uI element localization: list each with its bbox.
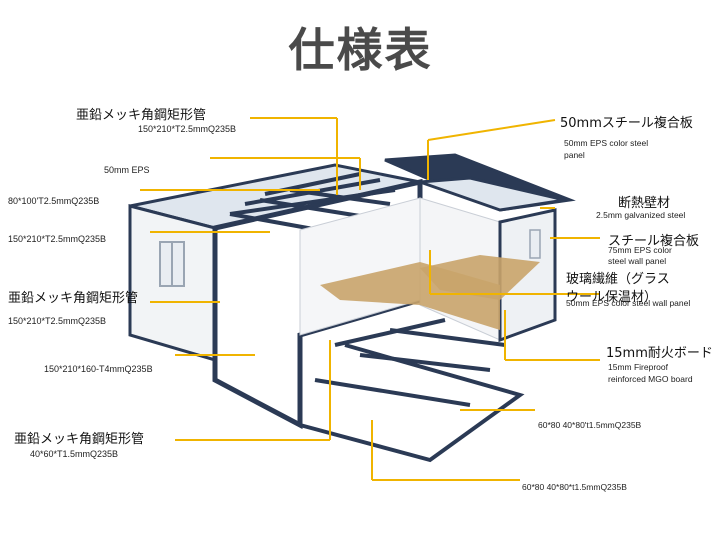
label-galvanized-steel: 2.5mm galvanized steel bbox=[596, 210, 686, 220]
label-glass-wool-2: ウール保温材） bbox=[566, 290, 658, 305]
label-50mm-eps: 50mm EPS bbox=[104, 165, 150, 175]
label-panel: panel bbox=[564, 150, 585, 160]
floor-frame bbox=[299, 318, 525, 463]
label-glass-wool-1: 玻璃繊維（グラス bbox=[566, 272, 670, 287]
label-galvanized-tube-mid: 亜鉛メッキ角鋼矩形管 bbox=[8, 291, 139, 306]
label-spec-60x80-b: 60*80 40*80*t1.5mmQ235B bbox=[522, 482, 627, 492]
page-title: 仕様表 bbox=[288, 23, 433, 77]
label-galvanized-tube-bottom: 亜鉛メッキ角鋼矩形管 bbox=[14, 432, 145, 447]
label-15mm-fireproof: 15mm Fireproof bbox=[608, 362, 668, 372]
label-spec-80x100: 80*100'T2.5mmQ235B bbox=[8, 196, 100, 206]
label-steel-wall-panel: steel wall panel bbox=[608, 256, 667, 266]
label-spec-150x210-top: 150*210*T2.5mmQ235B bbox=[138, 124, 237, 134]
label-steel-composite: スチール複合板 bbox=[608, 234, 700, 249]
label-75mm-eps: 75mm EPS color bbox=[608, 245, 672, 255]
label-50mm-eps-wall: 50mm EPS color steel wall panel bbox=[566, 298, 691, 308]
label-mgo-board: reinforced MGO board bbox=[608, 374, 693, 384]
label-spec-150x210-mid: 150*210*T2.5mmQ235B bbox=[8, 234, 107, 244]
label-50mm-steel-composite: 50mmスチール複合板 bbox=[560, 116, 693, 131]
label-spec-150x210-low: 150*210*T2.5mmQ235B bbox=[8, 316, 107, 326]
label-eps-color-steel: 50mm EPS color steel bbox=[564, 138, 649, 148]
label-galvanized-tube-top: 亜鉛メッキ角鋼矩形管 bbox=[76, 108, 207, 123]
right-floor-panel bbox=[420, 255, 540, 300]
label-spec-150x210x160: 150*210*160-T4mmQ235B bbox=[44, 364, 153, 374]
label-insulation-wall: 断熱壁材 bbox=[618, 196, 671, 211]
right-roof-top bbox=[419, 176, 566, 212]
label-fireproof-board: 15mm耐火ボード bbox=[606, 346, 713, 361]
label-spec-40x60: 40*60*T1.5mmQ235B bbox=[30, 449, 119, 459]
label-spec-60x80-a: 60*80 40*80't1.5mmQ235B bbox=[538, 420, 642, 430]
window-right bbox=[529, 229, 541, 259]
leader-lines bbox=[140, 117, 600, 481]
